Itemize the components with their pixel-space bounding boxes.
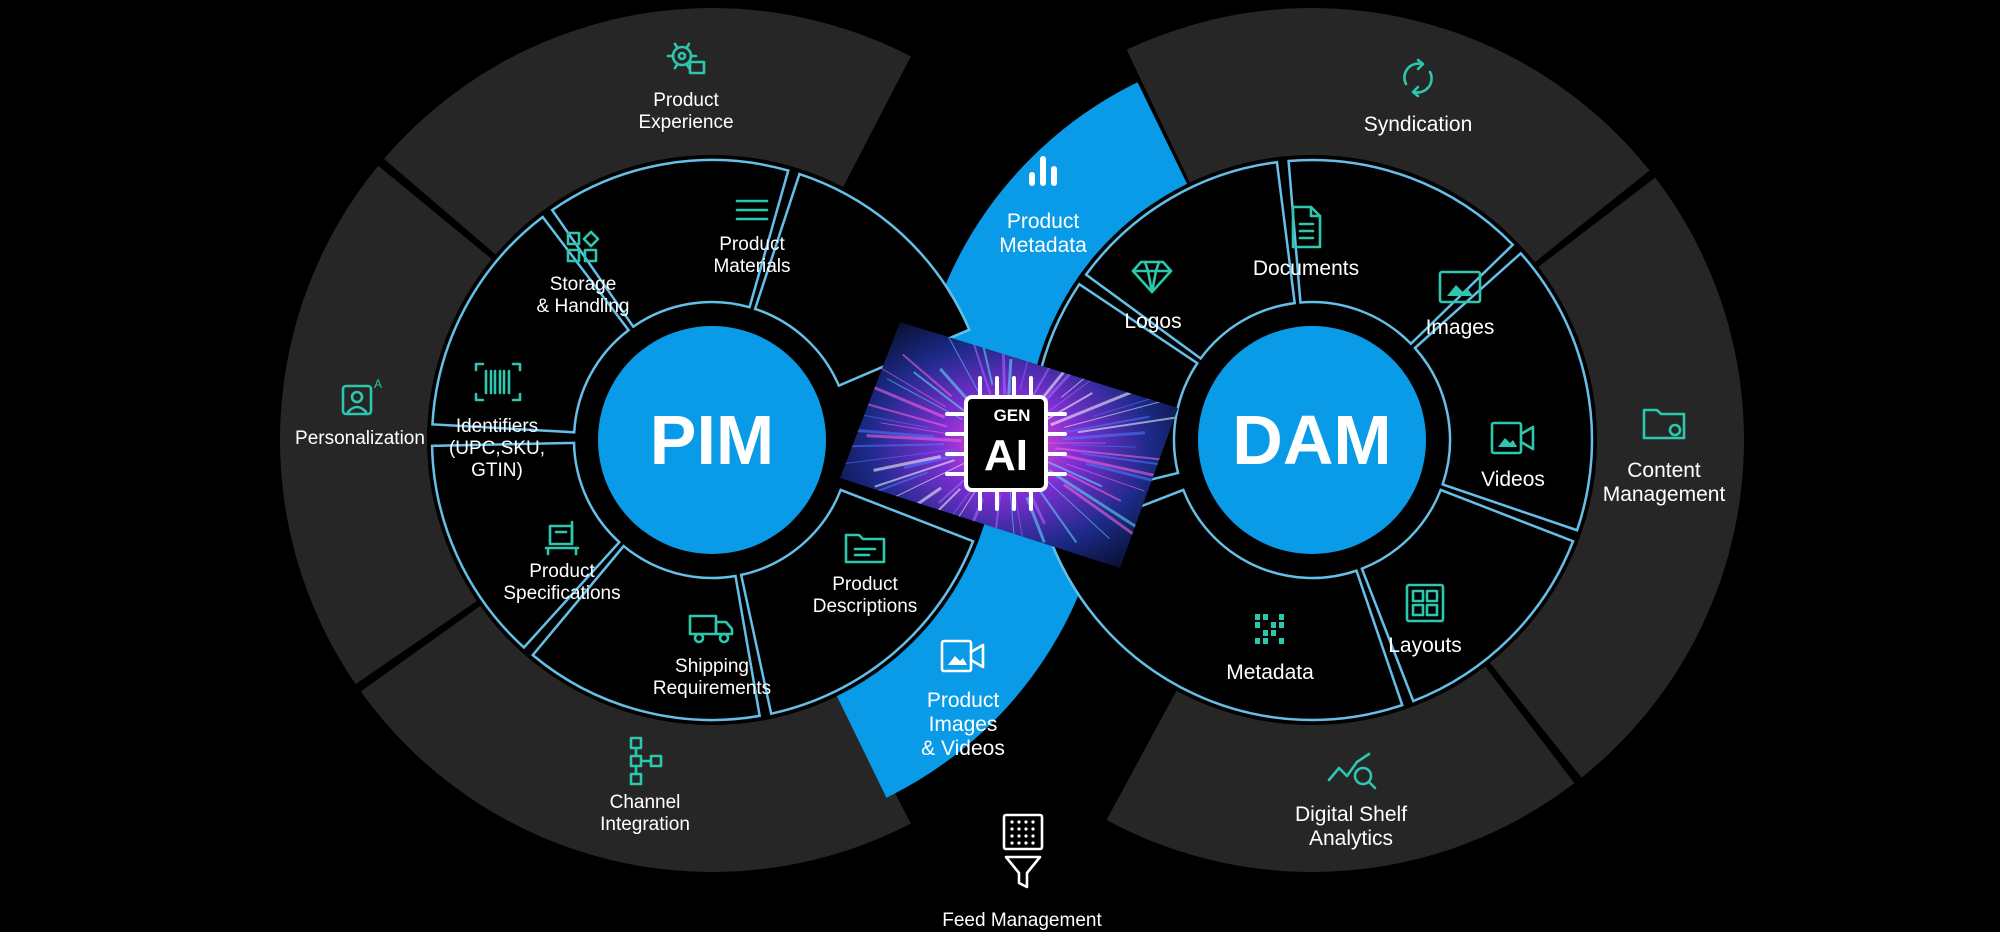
segment-label: & Handling (537, 296, 630, 317)
segment-label: Product (719, 234, 785, 255)
segment-label: Integration (600, 814, 690, 835)
segment-label: Layouts (1388, 634, 1462, 657)
segment-label: Product (927, 689, 1000, 712)
segment-label: Product (529, 561, 595, 582)
segment-label: Requirements (653, 678, 771, 699)
segment-label: Management (1603, 483, 1726, 506)
bar-chart-icon (1029, 156, 1057, 186)
inner-seg-videos[interactable] (1413, 251, 1594, 532)
segment-label: GTIN) (471, 460, 523, 481)
segment-label: Shipping (675, 656, 749, 677)
segment-label: & Videos (921, 737, 1005, 760)
segment-label: Images (1426, 316, 1495, 339)
segment-label: Channel (610, 792, 681, 813)
segment-label: Content (1627, 459, 1701, 482)
list-lines-icon (735, 199, 769, 221)
inner-seg-product-descriptions[interactable] (739, 488, 975, 716)
segment-label: Identifiers (456, 416, 538, 437)
segment-label: Personalization (295, 428, 425, 449)
blue-seg-product-images-videos[interactable] (836, 508, 1099, 798)
video-camera-icon (940, 639, 985, 673)
segment-label: Videos (1481, 468, 1545, 491)
gear-screen-icon (666, 42, 706, 75)
segment-label: Experience (638, 112, 733, 133)
folder-gear-icon (1642, 408, 1686, 440)
inner-seg-layouts[interactable] (1360, 488, 1575, 703)
outer-seg-product-experience[interactable] (383, 7, 911, 255)
diamond-icon (1131, 260, 1173, 294)
feed-management-label: Feed Management (942, 910, 1102, 931)
dam-hub: DAM (1198, 326, 1426, 554)
inner-seg-identifiers[interactable] (431, 215, 631, 434)
segment-label: Images (929, 713, 998, 736)
segment-label: Digital Shelf (1295, 803, 1407, 826)
segment-label: Product (653, 90, 719, 111)
blue-seg-product-metadata[interactable] (925, 82, 1188, 372)
video-camera-icon (1490, 421, 1535, 455)
outer-seg-syndication[interactable] (1126, 8, 1650, 263)
inner-seg-shipping-requirements[interactable] (531, 544, 762, 722)
truck-icon (688, 614, 734, 644)
segment-label: Product (832, 574, 898, 595)
document-icon (1291, 205, 1322, 249)
segment-label: Storage (550, 274, 617, 295)
segment-label: Descriptions (813, 596, 918, 617)
inner-seg-product-specifications[interactable] (430, 441, 622, 650)
svg-text:A: A (374, 377, 382, 391)
ai-chip-icon: GEN AI (945, 376, 1067, 511)
inner-seg-storage-handling[interactable] (550, 158, 790, 329)
inner-seg-images[interactable] (1287, 158, 1515, 346)
segment-label: Materials (713, 256, 790, 277)
segment-label: Analytics (1309, 827, 1393, 850)
outer-seg-content-management[interactable] (1489, 177, 1744, 778)
sync-arrows-icon (1403, 58, 1433, 98)
image-icon (1438, 270, 1482, 304)
segment-labels: ProductExperienceAPersonalizationChannel… (295, 42, 1726, 931)
shapes-icon (566, 230, 600, 263)
outer-seg-personalization[interactable] (280, 165, 492, 685)
barcode-icon (474, 362, 522, 402)
chart-magnifier-icon (1327, 752, 1377, 790)
gen-label: GEN (994, 406, 1031, 425)
pallet-box-icon (544, 520, 580, 556)
segment-label: (UPC,SKU, (449, 438, 545, 459)
inner-seg-documents[interactable] (1084, 160, 1297, 361)
segment-label: Specifications (503, 583, 620, 604)
flowchart-icon (629, 736, 663, 786)
gen-ai-band: GEN AI (840, 322, 1178, 568)
pim-hub-label: PIM (650, 401, 774, 479)
segment-label: Metadata (999, 234, 1087, 257)
segment-label: Syndication (1364, 113, 1473, 136)
segment-label: Logos (1124, 310, 1181, 333)
segment-label: Product (1007, 210, 1080, 233)
inner-seg-metadata[interactable] (1049, 488, 1404, 722)
funnel-grid-icon (1002, 813, 1044, 889)
metadata-bars-icon (1255, 614, 1284, 644)
segment-label: Documents (1253, 257, 1359, 280)
segment-label: Metadata (1226, 661, 1314, 684)
profile-picture-icon: A (341, 377, 382, 416)
pim-hub: PIM (598, 326, 826, 554)
shared-blue-band (836, 82, 1188, 798)
folder-text-icon (844, 533, 886, 564)
grid-layout-icon (1405, 583, 1445, 623)
ai-label: AI (984, 431, 1028, 480)
dam-hub-label: DAM (1232, 401, 1391, 479)
